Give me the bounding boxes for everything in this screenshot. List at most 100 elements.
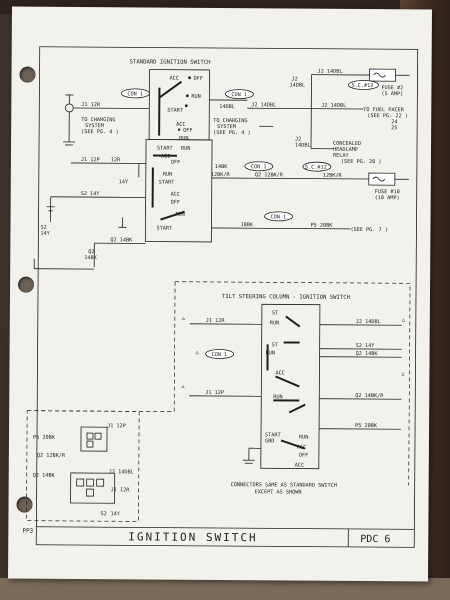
connectors-note-2: EXCEPT AS SHOWN [255, 489, 302, 495]
detail-q2-12bk-r: Q2 12BK/R [37, 453, 66, 459]
detail-j1-12r: J1 12R [111, 487, 131, 493]
ref-fuel-pacer-4: 25 [391, 125, 397, 131]
sc12-label: S.C.#12 [305, 165, 327, 171]
wire-14bk: 14BK [215, 164, 228, 170]
page-code: PDC 6 [360, 534, 390, 545]
pos-acc-2: ACC [176, 122, 185, 128]
tilt-pos-run-1: RUN [270, 320, 279, 326]
tilt-pos-run-4: RUN [299, 435, 308, 441]
wire-s2-v1: S2 [40, 225, 46, 231]
pos-start-2: START [157, 146, 173, 152]
std-switch-title: STANDARD IGNITION SWITCH [130, 59, 211, 66]
detail-14y: 14Y [110, 511, 120, 517]
ref-charging2-1: TO CHARGING [213, 118, 247, 124]
svg-text:△: △ [402, 317, 406, 323]
tilt-wire-q2-14bk-r: Q2 14BK/R [355, 393, 384, 399]
wire-q2-14bk: Q2 14BK [110, 237, 133, 243]
tilt-pos-acc-1: ACC [275, 370, 284, 376]
background-bottom [0, 578, 450, 600]
svg-text:△: △ [401, 371, 405, 377]
tilt-dashed-boundary [175, 281, 411, 486]
ref-headlamp-1: CONCEALED [333, 141, 361, 147]
ref-fuel-pacer-1: TO FUEL PACER [363, 107, 405, 113]
con1-d: CON 1 [271, 214, 287, 220]
wire-p5-20bk: P5 20BK [310, 223, 333, 229]
tilt-pos-off: OFF [299, 453, 308, 459]
detail-j1-12p: J1 12P [107, 423, 126, 429]
wire-18bk: 18BK [240, 222, 253, 228]
con1-e: CON 1 [212, 352, 228, 358]
wire-j2-stack-2: J2 [295, 137, 301, 143]
wire-q2-v1: Q2 [88, 249, 94, 255]
ref-fuel-pacer-2: (SEE PG. 22 ) [367, 113, 408, 119]
std-switch-lower-box [144, 139, 213, 243]
wire-j1-12p-left: J1 12P [81, 157, 100, 163]
connector-j2 [70, 472, 116, 504]
wire-j2-14dbl-3: J2 14DBL [321, 103, 346, 109]
ref-see-pg-7: (SEE PG. 7 ) [350, 227, 388, 233]
wire-q2-12bk-r: Q2 12BK/R [255, 172, 284, 178]
ref-headlamp-4: (SEE PG. 20 ) [341, 159, 382, 165]
pos-acc-1: ACC [169, 76, 178, 82]
con1-a: CON 1 [231, 92, 247, 98]
wire-14y: 14Y [119, 179, 129, 185]
tilt-pos-run-2: RUN [266, 350, 275, 356]
pos-start-1: START [167, 108, 183, 114]
pos-off-4: OFF [171, 200, 180, 206]
binder-page: STANDARD IGNITION SWITCH ACC OFF RUN STA… [8, 6, 432, 582]
tilt-wire-j2-14dbl: J2 14DBL [356, 319, 381, 325]
pos-off-1: OFF [193, 76, 202, 82]
ref-charging2-2: SYSTEM [217, 124, 236, 130]
fuse-2-rating: (5 AMP) [381, 91, 403, 97]
wire-s2-14y: S2 14Y [81, 191, 101, 197]
tilt-wire-j1-12p: J1 12P [205, 390, 224, 396]
detail-s2: S2 [100, 511, 106, 517]
svg-text:△: △ [182, 316, 186, 322]
pos-run-3: RUN [181, 146, 190, 152]
pos-run-1: RUN [191, 94, 200, 100]
ref-headlamp-3: RELAY [333, 153, 350, 159]
fuse-2-label: FUSE #2 [381, 85, 403, 91]
tilt-wire-p5-20bk: P5 20BK [355, 423, 378, 429]
ref-charging-2: SYSTEM [85, 123, 104, 129]
ref-charging-3: (SEE PG. 4 ) [81, 129, 119, 135]
svg-text:△: △ [196, 350, 200, 356]
tilt-wire-j1-12r: J1 12R [206, 318, 226, 324]
wire-j2-14dbl-2: J2 14DBL [318, 69, 343, 75]
tilt-pos-gnd: GND [265, 438, 274, 444]
ref-fuel-pacer-3: 24 [391, 119, 397, 125]
wire-12r: 12R [111, 157, 121, 163]
wire-12bk-r: 12BK/R [211, 172, 231, 178]
detail-q2-14bk: Q2 14BK [33, 473, 56, 479]
pos-start-4: START [156, 226, 172, 232]
wire-12bk-r-2: 12BK/R [323, 173, 343, 179]
pos-off-3: OFF [171, 160, 180, 166]
tilt-pos-st-1: ST [272, 310, 278, 316]
fuse-2 [369, 68, 396, 82]
tilt-pos-start: START [265, 432, 281, 438]
pos-run-2: RUN [179, 136, 188, 142]
wire-14dbl: 14DBL [219, 104, 235, 110]
connector-j1 [80, 426, 108, 452]
tilt-pos-run-3: RUN [273, 394, 282, 400]
ref-charging2-3: (SEE PG. 4 ) [213, 130, 251, 136]
tilt-title: TILT STEERING COLUMN - IGNITION SWITCH [222, 294, 350, 301]
pos-start-3: START [159, 180, 175, 186]
wire-14dbl-stack-2: 14DBL [295, 143, 311, 149]
ref-headlamp-2: HEADLAMP [333, 147, 358, 153]
tilt-switch-box [260, 303, 321, 470]
detail-p5-20bk: P5 20BK [33, 435, 56, 441]
ref-charging-1: TO CHARGING [81, 117, 115, 123]
wire-14dbl-stack: 14DBL [289, 82, 305, 88]
pos-run-4: RUN [163, 172, 172, 178]
tilt-wire-q2-14bk: Q2 14BK [356, 351, 379, 357]
connectors-note-1: CONNECTORS SAME AS STANDARD SWITCH [231, 482, 337, 489]
wire-q2-v2: 14BK [84, 255, 97, 261]
footer-code: PP3 [22, 528, 33, 535]
wire-j2-stack: J2 [291, 76, 297, 82]
wiring-diagram: STANDARD IGNITION SWITCH ACC OFF RUN STA… [22, 46, 419, 548]
wire-j1-12r: J1 12R [81, 102, 101, 108]
fuse-10-rating: (10 AMP) [375, 195, 400, 201]
connector-detail-box [26, 410, 140, 522]
page-title: IGNITION SWITCH [128, 530, 257, 544]
